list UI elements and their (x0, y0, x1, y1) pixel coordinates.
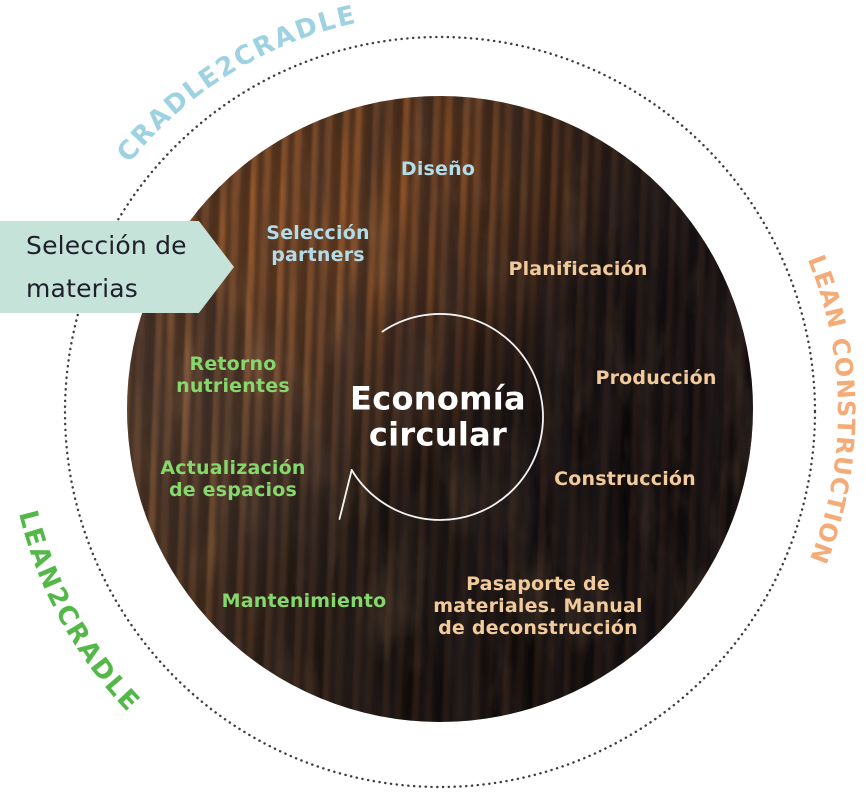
ring-label-lean2cradle-text: LEAN2CRADLE (12, 507, 144, 718)
bark-texture-noise (127, 96, 753, 722)
phase-label-construccion: Construcción (554, 467, 696, 490)
ring-label-lean-construction-text: LEAN CONSTRUCTION (802, 251, 859, 568)
circular-arrow-icon (338, 313, 544, 521)
phase-label-produccion: Producción (595, 366, 717, 389)
ring-label-lean-construction: LEAN CONSTRUCTION (802, 251, 860, 568)
bark-photo-circle (127, 96, 753, 722)
phase-label-planificacion: Planificación (508, 257, 648, 280)
center-title: Economía circular (350, 379, 526, 454)
phase-label-seleccion-partners: Selección partners (266, 221, 370, 266)
phase-label-diseno: Diseño (400, 157, 476, 180)
phase-label-retorno-nutrientes: Retorno nutrientes (176, 352, 290, 397)
dotted-circle (63, 35, 817, 789)
phase-label-actualizacion-espacios: Actualización de espacios (160, 456, 306, 501)
phase-label-pasaporte-materiales: Pasaporte de materiales. Manual de decon… (433, 572, 643, 640)
seleccion-materias-tag: Selección de materias (0, 221, 234, 313)
ring-label-lean2cradle: LEAN2CRADLE (12, 507, 146, 718)
ring-label-cradle2cradle-text: CRADLE2CRADLE (111, 0, 358, 168)
ring-label-cradle2cradle: CRADLE2CRADLE (111, 0, 360, 168)
phase-label-mantenimiento: Mantenimiento (221, 589, 387, 612)
seleccion-materias-tag-label: Selección de materias (26, 231, 187, 303)
